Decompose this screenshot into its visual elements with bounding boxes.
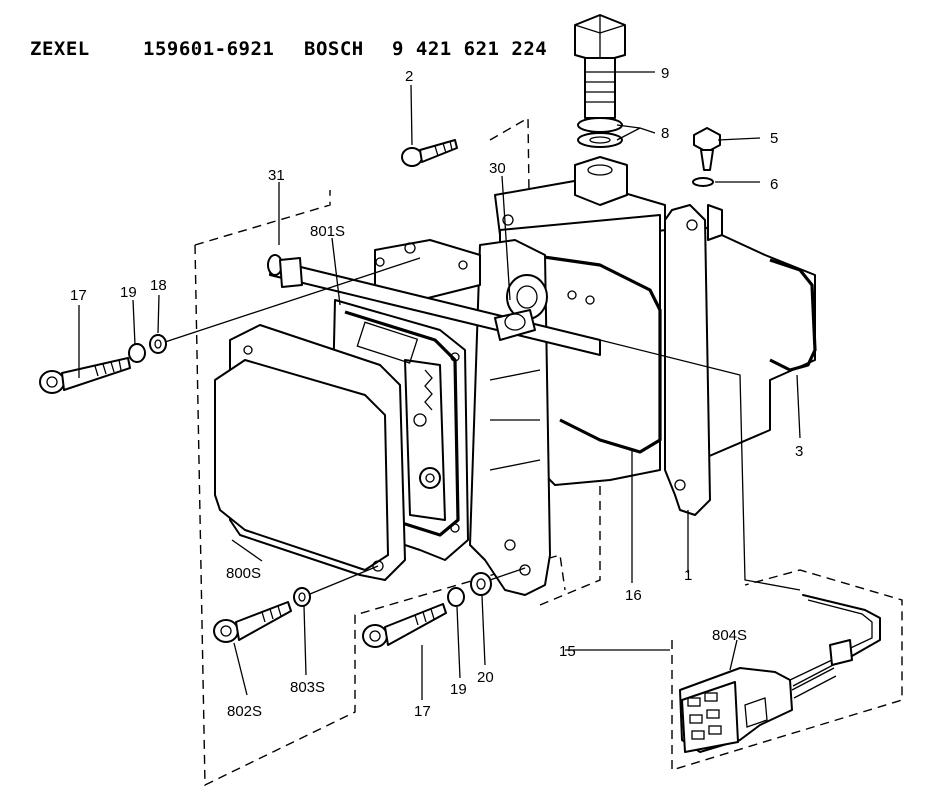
callout-labels: 2 9 8 5 6 31 30 801S 17 19 18 3 16 1 15 … — [70, 65, 803, 720]
bolt-2 — [401, 139, 458, 167]
leader-lines — [78, 71, 801, 700]
stop-lever-rod-31 — [267, 254, 601, 356]
bolt-17-upper — [39, 257, 421, 394]
header-maker-2: BOSCH — [304, 38, 364, 60]
banjo-bolt-assembly — [574, 14, 628, 206]
callout-800S: 800S — [226, 565, 261, 582]
header-part-number-2: 9 421 621 224 — [392, 38, 548, 60]
bolt-802S — [213, 565, 379, 643]
callout-2: 2 — [405, 68, 413, 85]
callout-6: 6 — [770, 176, 778, 193]
callout-16: 16 — [625, 587, 642, 604]
callout-31: 31 — [268, 167, 285, 184]
callout-19-lower: 19 — [450, 681, 467, 698]
bolt-17-lower — [362, 567, 526, 648]
callout-5: 5 — [770, 130, 778, 147]
callout-9: 9 — [661, 65, 669, 82]
callout-17-upper: 17 — [70, 287, 87, 304]
callout-17-lower: 17 — [414, 703, 431, 720]
callout-19-upper: 19 — [120, 284, 137, 301]
callout-20: 20 — [477, 669, 494, 686]
callout-30: 30 — [489, 160, 506, 177]
header-part-number-1: 159601-6921 — [143, 38, 275, 60]
callout-8: 8 — [661, 125, 669, 142]
screw-and-washer-5-6 — [692, 127, 723, 241]
callout-1: 1 — [684, 567, 692, 584]
governor-cover-800S — [214, 299, 469, 581]
header-maker-1: ZEXEL — [30, 38, 90, 60]
callout-3: 3 — [795, 443, 803, 460]
callout-801S: 801S — [310, 223, 345, 240]
callout-804S: 804S — [712, 627, 747, 644]
callout-18: 18 — [150, 277, 167, 294]
callout-803S: 803S — [290, 679, 325, 696]
pump-housing — [374, 179, 817, 596]
callout-15: 15 — [559, 643, 576, 660]
connector-804S — [599, 339, 881, 753]
callout-802S: 802S — [227, 703, 262, 720]
dashed-group-boundary-connector — [671, 569, 903, 771]
